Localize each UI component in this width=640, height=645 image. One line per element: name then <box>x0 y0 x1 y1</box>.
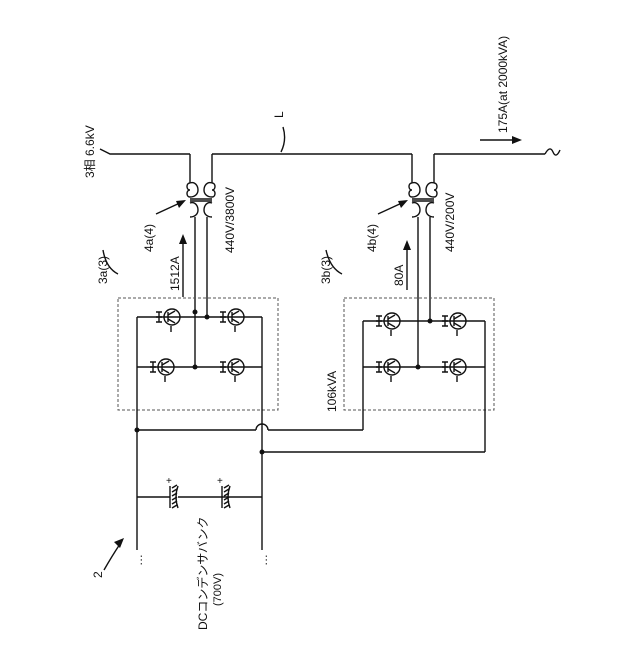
transformer-a-rating: 440V/3800V <box>223 187 237 253</box>
dc-bus <box>135 424 486 550</box>
leader-4b-arrow <box>398 200 408 208</box>
line-label: L <box>272 111 286 118</box>
transformer-b-ref: 4b(4) <box>365 224 379 252</box>
converter-b-bridge <box>363 319 485 453</box>
bank-name: DCコンデンサバンク <box>195 517 210 630</box>
switch-b1 <box>376 313 400 336</box>
capacitor-2-plus: + <box>217 476 223 487</box>
leader-bank-arrow <box>114 538 124 548</box>
bank-ref: 2 <box>91 571 105 578</box>
transformer-b-current: 80A <box>392 265 406 286</box>
switch-b2 <box>442 313 466 336</box>
grid-line <box>100 149 560 183</box>
switch-a1 <box>156 309 180 332</box>
bus-ellipsis-left: … <box>131 554 145 566</box>
phase-voltage-label: 3相 6.6kV <box>83 125 97 178</box>
leader-bank <box>104 544 120 570</box>
line-leader <box>281 127 285 152</box>
bus-ellipsis-right: … <box>256 554 270 566</box>
converter-b-ref: 3b(3) <box>319 256 333 284</box>
capacitor-1-plus: + <box>166 476 172 487</box>
switch-b4 <box>442 359 466 382</box>
switch-b3 <box>376 359 400 382</box>
transformer-b <box>409 183 437 321</box>
converter-b-box <box>344 298 494 410</box>
switch-a2 <box>220 309 244 332</box>
transformer-b-rating: 440V/200V <box>443 193 457 252</box>
switch-a4 <box>220 359 244 382</box>
transformer-a-ref: 4a(4) <box>142 224 156 252</box>
converter-a-ref: 3a(3) <box>96 256 110 284</box>
transformer-a <box>187 183 215 317</box>
current-arrow <box>480 136 522 144</box>
converter-b-power: 106kVA <box>325 371 339 412</box>
transformer-a-current: 1512A <box>168 256 182 291</box>
bank-voltage: (700V) <box>212 573 224 606</box>
switch-a3 <box>150 359 174 382</box>
converter-a-box <box>118 298 278 410</box>
grid-current-label: 175A(at 2000kVA) <box>496 36 510 133</box>
leader-4a-arrow <box>176 200 186 208</box>
capacitor-1 <box>137 485 262 508</box>
